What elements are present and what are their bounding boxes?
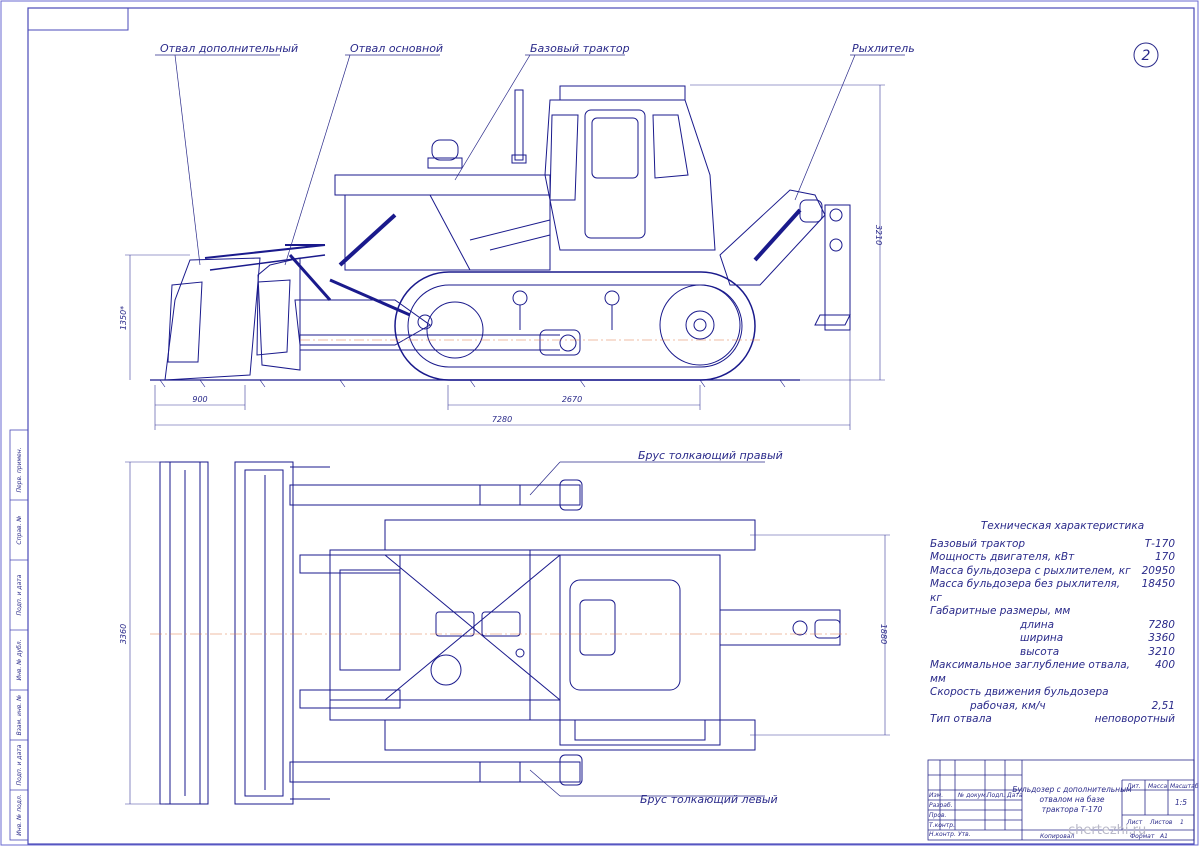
- stamp-6: Подп. и дата: [16, 744, 23, 785]
- label-base-tractor: Базовый трактор: [530, 42, 630, 55]
- title-format-value: А1: [1159, 833, 1168, 840]
- spec-row: Масса бульдозера без рыхлителя, кг 18450: [930, 578, 1175, 605]
- title-format: Формат: [1130, 833, 1155, 840]
- label-push-bar-right: Брус толкающий правый: [638, 449, 783, 462]
- spec-label: Мощность двигателя, кВт: [930, 551, 1075, 563]
- title-sheets-count: 1: [1180, 819, 1184, 826]
- title-change: Изм.: [929, 792, 943, 799]
- spec-row: Масса бульдозера с рыхлителем, кг 20950: [930, 565, 1175, 579]
- top-view: [150, 461, 850, 805]
- stamp-5: Взам. инв. №: [16, 695, 23, 736]
- stamp-3: Подп. и дата: [16, 574, 23, 615]
- spec-label: Тип отвала: [930, 713, 992, 725]
- spec-row: длина 7280: [930, 619, 1175, 633]
- sheet-number-circle: [1133, 42, 1159, 68]
- dim-1880: 1880: [879, 624, 888, 644]
- spec-row: Тип отвала неповоротный: [930, 713, 1175, 727]
- spec-row: высота 3210: [930, 646, 1175, 660]
- spec-value: 3210: [1148, 645, 1175, 658]
- label-ripper: Рыхлитель: [852, 42, 915, 55]
- title-doc: № докум.: [957, 792, 988, 799]
- side-stamp-texts: Перв. примен. Справ. № Подп. и дата Инв.…: [16, 447, 23, 835]
- title-col-lit: Лит.: [1126, 783, 1141, 790]
- spec-label: Масса бульдозера без рыхлителя, кг: [930, 578, 1121, 604]
- spec-row: Максимальное заглубление отвала, мм 400: [930, 659, 1175, 686]
- stamp-4: Инв. № дубл.: [16, 639, 23, 680]
- spec-row: Мощность двигателя, кВт 170: [930, 551, 1175, 565]
- spec-row: Габаритные размеры, мм: [930, 605, 1175, 619]
- title-sheet: Лист: [1126, 819, 1143, 826]
- title-sign: Подп.: [987, 792, 1005, 799]
- spec-label: Базовый трактор: [930, 537, 1026, 550]
- dim-3360: 3360: [119, 624, 128, 644]
- spec-label: высота: [1020, 645, 1060, 658]
- watermark: chertezhi.ru: [1068, 823, 1146, 838]
- label-main-blade: Отвал основной: [350, 42, 443, 55]
- spec-value: 400: [1154, 659, 1175, 671]
- title-sheets: Листов: [1149, 819, 1173, 826]
- title-col-scale: Масштаб: [1170, 783, 1199, 790]
- spec-value: 7280: [1148, 618, 1175, 631]
- dim-2670: 2670: [562, 395, 582, 404]
- title-ncontrol: Н.контр.: [929, 831, 956, 838]
- spec-label: рабочая, км/ч: [970, 699, 1046, 712]
- title-tcontrol: Т.контр.: [929, 822, 955, 829]
- spec-label: Скорость движения бульдозера: [930, 686, 1109, 698]
- side-view-dimensions: [125, 84, 885, 430]
- title-block: [927, 759, 1195, 841]
- spec-value: 20950: [1141, 564, 1175, 577]
- spec-value: неповоротный: [1094, 713, 1175, 725]
- side-stamp-column: [9, 429, 29, 841]
- spec-value: [1135, 605, 1175, 619]
- dim-900: 900: [192, 395, 207, 404]
- top-view-dimensions: [125, 461, 890, 805]
- title-name-1: Бульдозер с дополнительным: [1012, 785, 1132, 794]
- title-col-mass: Масса: [1148, 783, 1167, 790]
- spec-value: [1135, 686, 1175, 700]
- spec-label: Габаритные размеры, мм: [930, 605, 1071, 617]
- stamp-2: Справ. №: [16, 515, 23, 544]
- spec-value: 2,51: [1151, 699, 1175, 712]
- side-view-leaders: [155, 54, 905, 797]
- spec-label: длина: [1020, 618, 1055, 631]
- title-developed: Разраб.: [929, 802, 953, 809]
- title-checked: Пров.: [929, 812, 947, 819]
- sheet-number: 2: [1142, 48, 1151, 64]
- dim-1350: 1350*: [119, 306, 128, 330]
- dim-3210: 3210: [874, 225, 883, 245]
- stamp-7: Инв. № подл.: [16, 794, 23, 835]
- spec-row: ширина 3360: [930, 632, 1175, 646]
- label-extra-blade: Отвал дополнительный: [160, 42, 298, 55]
- title-name-2: отвалом на базе: [1039, 795, 1104, 804]
- tech-spec: Техническая характеристика Базовый тракт…: [930, 520, 1175, 727]
- title-date: Дата: [1006, 792, 1023, 799]
- spec-value: 3360: [1148, 632, 1175, 644]
- stamp-1: Перв. примен.: [16, 447, 23, 492]
- corner-box: [27, 7, 129, 31]
- inner-frame: [27, 7, 1195, 845]
- side-view: [150, 85, 851, 388]
- spec-label: ширина: [1020, 632, 1064, 644]
- spec-value: 170: [1154, 551, 1175, 563]
- spec-row: рабочая, км/ч 2,51: [930, 700, 1175, 714]
- spec-label: Максимальное заглубление отвала, мм: [930, 659, 1131, 685]
- label-push-bar-left: Брус толкающий левый: [640, 793, 778, 806]
- tech-spec-title: Техническая характеристика: [980, 520, 1145, 532]
- spec-value: 18450: [1141, 578, 1175, 590]
- spec-row: Скорость движения бульдозера: [930, 686, 1175, 700]
- dim-7280: 7280: [492, 415, 512, 424]
- title-scale: 1:5: [1175, 798, 1187, 807]
- title-approved: Утв.: [958, 831, 971, 838]
- spec-value: Т-170: [1144, 537, 1175, 550]
- spec-label: Масса бульдозера с рыхлителем, кг: [930, 564, 1131, 577]
- title-name-3: трактора Т-170: [1042, 805, 1103, 814]
- title-copied: Копировал: [1040, 833, 1074, 840]
- spec-row: Базовый трактор Т-170: [930, 538, 1175, 552]
